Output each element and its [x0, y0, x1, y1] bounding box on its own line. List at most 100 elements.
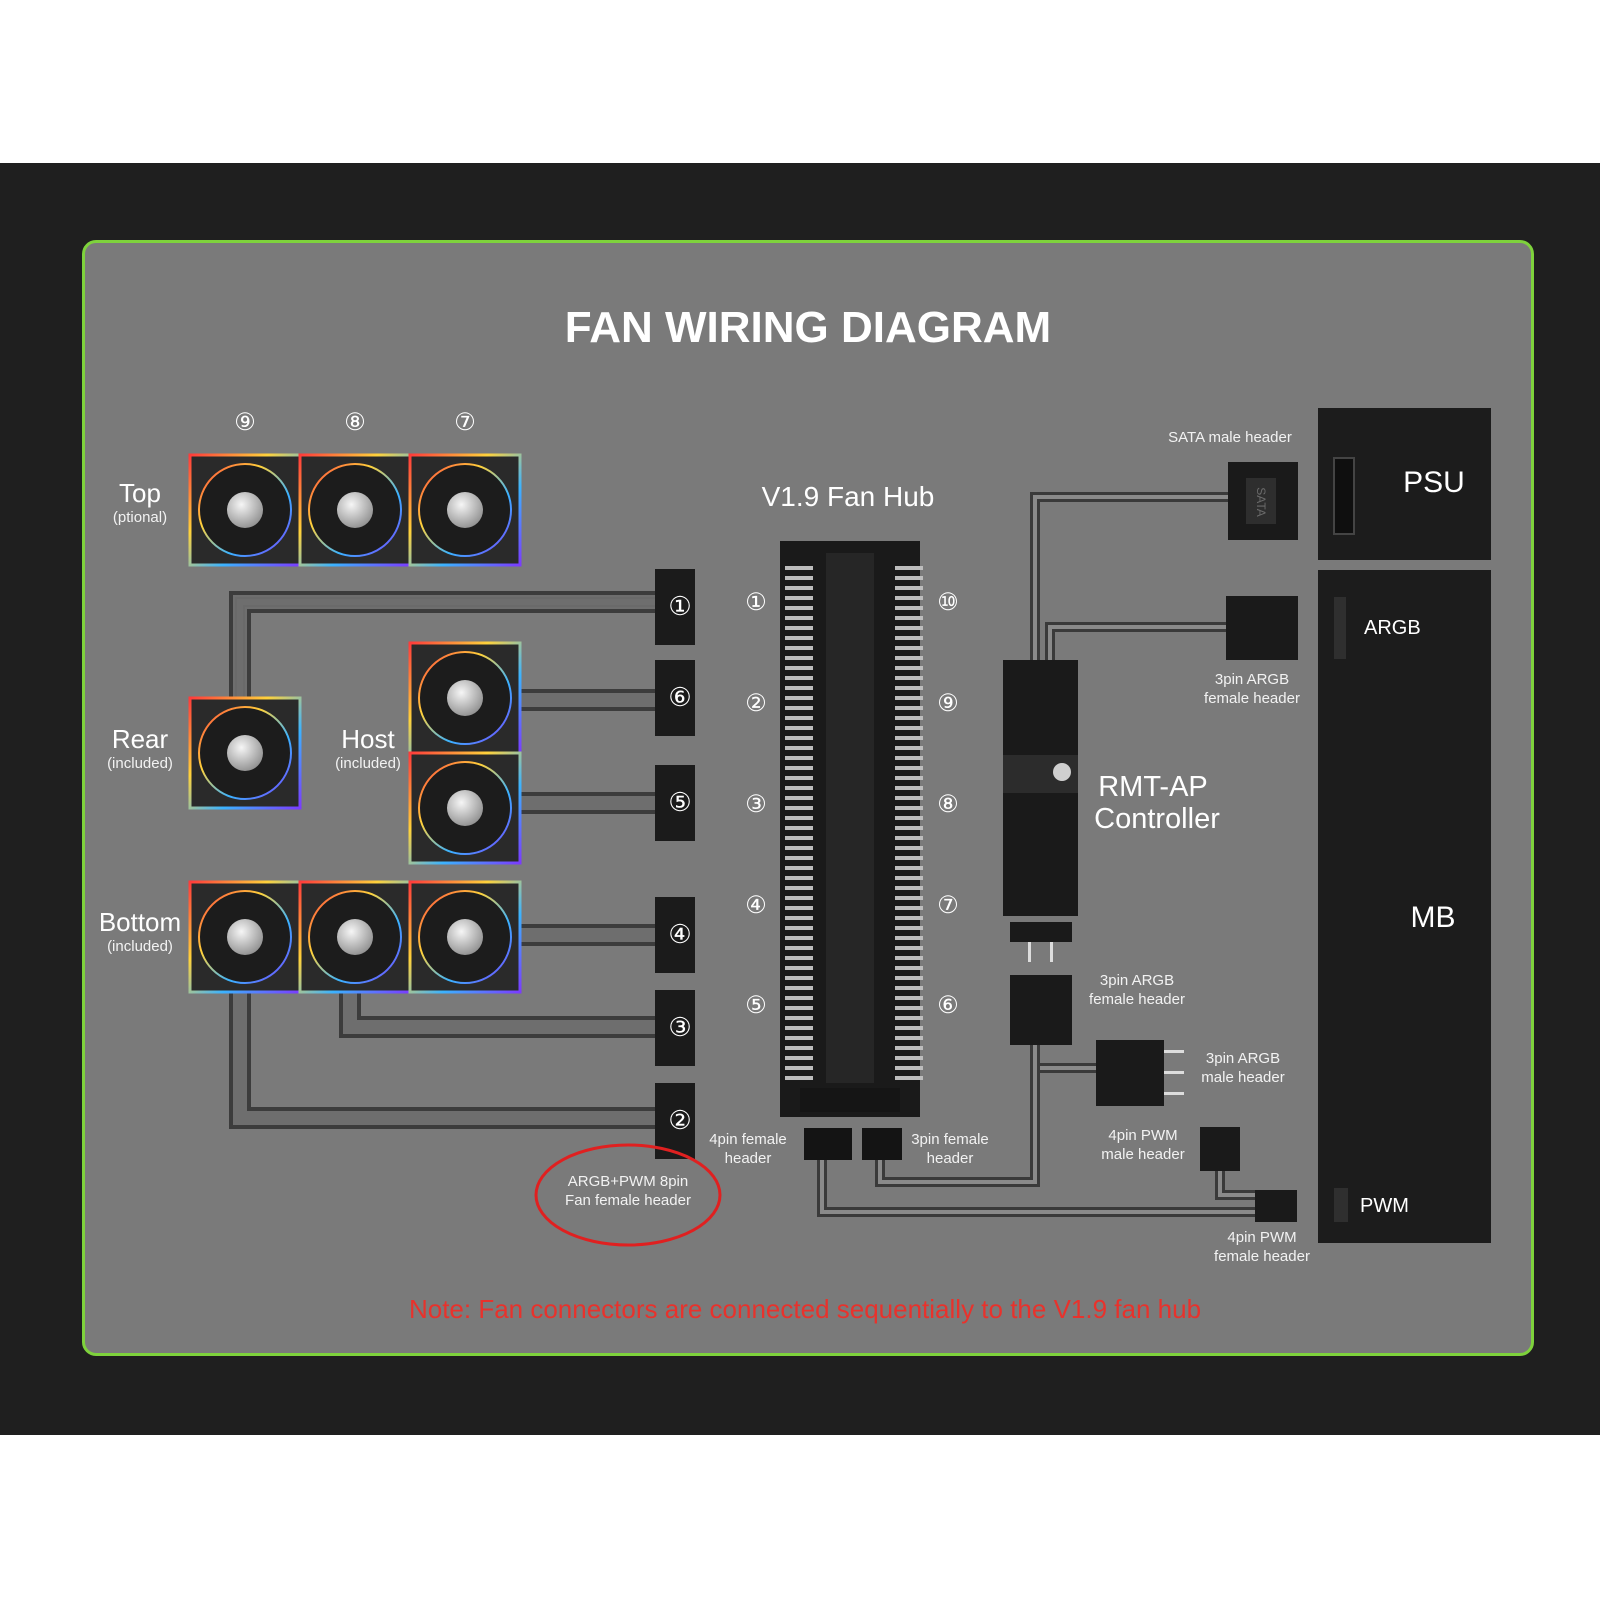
host-fans [408, 641, 522, 865]
hub-pin [785, 1046, 813, 1050]
hub-pin [895, 996, 923, 1000]
hub-pin [895, 716, 923, 720]
hub-pin [895, 606, 923, 610]
hub-pin [895, 616, 923, 620]
hub-pin [895, 796, 923, 800]
mb-block [1318, 570, 1491, 1243]
host-label: Host [341, 724, 395, 754]
hub-pin [785, 706, 813, 710]
hub-pin [895, 736, 923, 740]
highlight-ellipse [534, 1143, 722, 1247]
hub-3pin-label: 3pin female [911, 1131, 989, 1148]
hub-pin [895, 886, 923, 890]
hub-pin [785, 766, 813, 770]
argb-pwm-8pin-label: ARGB+PWM 8pin [568, 1173, 688, 1190]
argb-pwm-8pin-label: Fan female header [565, 1192, 691, 1209]
hub-3pin-label: header [927, 1150, 974, 1167]
top-fan-number: ⑨ [234, 409, 256, 436]
hub-pin [785, 916, 813, 920]
argb-male-label: 3pin ARGB [1206, 1050, 1280, 1067]
controller-cables [817, 492, 1265, 1217]
hub-pin [785, 676, 813, 680]
argb-female-label: 3pin ARGB [1215, 671, 1289, 688]
hub-pin [785, 936, 813, 940]
hub-pin [785, 1056, 813, 1060]
hub-pin [895, 876, 923, 880]
hub-port-number: ⑩ [937, 589, 959, 616]
hub-pin [785, 886, 813, 890]
hub-pin [895, 1006, 923, 1010]
argb-female-label: female header [1204, 690, 1300, 707]
hub-pin [895, 966, 923, 970]
hub-pin [785, 656, 813, 660]
fan-connector-label: ② [668, 1105, 691, 1135]
bottom-fans [188, 880, 522, 994]
hub-pin [785, 966, 813, 970]
hub-pin [785, 776, 813, 780]
fan-connector-label: ⑤ [668, 787, 691, 817]
hub-pin [785, 576, 813, 580]
hub-pin [785, 996, 813, 1000]
hub-pin [785, 806, 813, 810]
hub-port-number: ⑧ [937, 791, 959, 818]
hub-port-number: ① [745, 589, 767, 616]
hub-pin [895, 726, 923, 730]
hub-pin [785, 596, 813, 600]
hub-pin [895, 1076, 923, 1080]
hub-pin [895, 856, 923, 860]
hub-pin [785, 976, 813, 980]
hub-pin [895, 846, 923, 850]
hub-pin [895, 816, 923, 820]
controller-label: Controller [1094, 803, 1220, 835]
hub-pin [785, 1076, 813, 1080]
hub-pin [785, 956, 813, 960]
pwm-female-label: 4pin PWM [1227, 1229, 1296, 1246]
hub-title: V1.9 Fan Hub [762, 481, 935, 512]
fan-connectors [655, 569, 695, 1159]
hub-pin [785, 1036, 813, 1040]
mb-label: MB [1411, 901, 1456, 934]
hub-pin [895, 636, 923, 640]
hub-pin [895, 586, 923, 590]
hub-pin [895, 1056, 923, 1060]
pwm-male-connector [1200, 1127, 1240, 1171]
pwm-male-label: male header [1101, 1146, 1184, 1163]
hub-port-number: ⑦ [937, 892, 959, 919]
psu-block [1318, 408, 1491, 560]
hub-pin [785, 746, 813, 750]
hub-pin [895, 916, 923, 920]
note-text: Note: Fan connectors are connected seque… [409, 1294, 1201, 1324]
hub-pin [895, 806, 923, 810]
mb-argb-label: ARGB [1364, 617, 1421, 639]
hub-pin [895, 656, 923, 660]
rear-sublabel: (included) [107, 755, 173, 772]
hub-pin [785, 626, 813, 630]
hub-4pin-label: 4pin female [709, 1131, 787, 1148]
pwm-female-connector [1255, 1190, 1297, 1222]
hub-pin [785, 846, 813, 850]
hub-pin [785, 1016, 813, 1020]
hub-port-number: ④ [745, 892, 767, 919]
pwm-female-label: female header [1214, 1248, 1310, 1265]
fan-connector-label: ③ [668, 1012, 691, 1042]
hub-pin [785, 726, 813, 730]
controller-label: RMT-AP [1098, 771, 1208, 803]
hub-pin [895, 776, 923, 780]
hub-port-number: ③ [745, 791, 767, 818]
argb-female-label: female header [1089, 991, 1185, 1008]
hub-pin [785, 646, 813, 650]
hub-pin [785, 1006, 813, 1010]
hub-pin [895, 926, 923, 930]
hub-pin [785, 636, 813, 640]
hub-pin [895, 646, 923, 650]
hub-pin [785, 736, 813, 740]
hub-pin [785, 826, 813, 830]
fan-connector-label: ⑥ [668, 682, 691, 712]
top-fan-number: ⑧ [344, 409, 366, 436]
hub-pin [785, 586, 813, 590]
hub-pin [895, 906, 923, 910]
hub-pin [785, 696, 813, 700]
mb-pwm-label: PWM [1360, 1195, 1409, 1217]
argb-connector [1226, 596, 1298, 660]
